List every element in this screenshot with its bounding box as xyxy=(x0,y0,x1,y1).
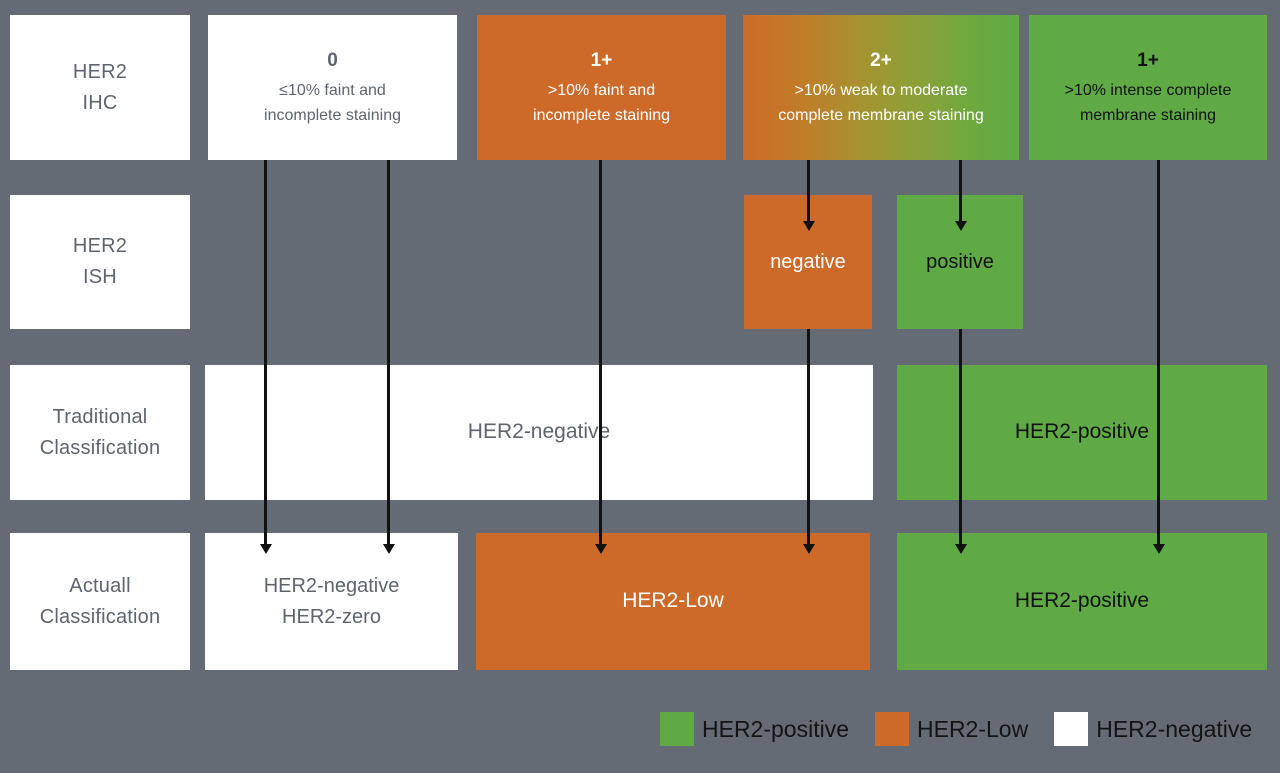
actual-cell-negative[interactable]: HER2-negative HER2-zero xyxy=(205,533,458,670)
ihc-desc-1-line2: incomplete staining xyxy=(533,107,670,125)
ihc-desc-1-line1: >10% faint and xyxy=(547,82,656,100)
ihc-desc-2: >10% weak to moderate complete membrane … xyxy=(778,79,983,129)
ihc-score-3: 1+ xyxy=(1137,49,1159,71)
ihc-score-1: 1+ xyxy=(590,49,613,71)
legend-item-positive: HER2-positive xyxy=(660,712,849,746)
row-label-line1: HER2 xyxy=(72,60,128,83)
ihc-cell-3[interactable]: 1+ >10% intense complete membrane staini… xyxy=(1029,15,1267,160)
actual-cell-low[interactable]: HER2-Low xyxy=(476,533,870,670)
actual-cell-positive[interactable]: HER2-positive xyxy=(897,533,1267,670)
green-swatch-icon xyxy=(660,712,694,746)
actual-label-negative-line1: HER2-negative xyxy=(263,574,400,597)
ish-label-negative: negative xyxy=(770,250,846,273)
row-label-line2: ISH xyxy=(83,266,117,288)
connector-ihc1-to-actual-low xyxy=(599,160,602,545)
connector-ihc3-to-actual-positive xyxy=(1157,160,1160,545)
row-label-line2: Classification xyxy=(39,436,161,459)
legend-label-low: HER2-Low xyxy=(917,715,1029,742)
ihc-desc-0-line2: incomplete staining xyxy=(264,107,401,125)
row-label-line2: IHC xyxy=(82,91,118,114)
ihc-desc-0: ≤10% faint and incomplete staining xyxy=(264,79,401,129)
ihc-cell-0[interactable]: 0 ≤10% faint and incomplete staining xyxy=(208,15,457,160)
legend-item-negative: HER2-negative xyxy=(1054,712,1252,746)
connector-ihc0-left-to-actual xyxy=(264,160,267,545)
connector-ish-negative-to-actual-low xyxy=(807,329,810,545)
row-label-line1: HER2 xyxy=(72,235,128,257)
ihc-cell-1[interactable]: 1+ >10% faint and incomplete staining xyxy=(477,15,726,160)
legend-label-negative: HER2-negative xyxy=(1096,715,1253,742)
actual-label-positive: HER2-positive xyxy=(1014,589,1150,613)
ihc-desc-2-line2: complete membrane staining xyxy=(778,107,984,125)
traditional-label-positive: HER2-positive xyxy=(1014,420,1150,444)
ihc-desc-1: >10% faint and incomplete staining xyxy=(533,79,670,129)
ihc-score-2: 2+ xyxy=(870,49,892,71)
traditional-label-negative: HER2-negative xyxy=(467,420,611,444)
ihc-desc-2-line1: >10% weak to moderate xyxy=(794,82,968,100)
ihc-desc-3-line1: >10% intense complete xyxy=(1064,82,1232,100)
orange-swatch-icon xyxy=(875,712,909,746)
ihc-desc-0-line1: ≤10% faint and xyxy=(279,82,386,100)
ihc-desc-3: >10% intense complete membrane staining xyxy=(1065,79,1232,129)
ihc-desc-3-line2: membrane staining xyxy=(1079,107,1217,125)
connector-ihc2-to-ish-negative xyxy=(807,160,810,222)
white-swatch-icon xyxy=(1054,712,1089,746)
row-label-her2-ihc: HER2 IHC xyxy=(10,15,190,160)
row-label-line1: Traditional xyxy=(52,405,148,428)
row-label-line1: Actuall xyxy=(69,574,131,597)
connector-ish-positive-to-actual-positive xyxy=(959,329,962,545)
actual-label-low: HER2-Low xyxy=(622,589,724,613)
ihc-score-0: 0 xyxy=(327,49,338,71)
actual-label-negative-line2: HER2-zero xyxy=(282,605,381,628)
row-label-her2-ish: HER2 ISH xyxy=(10,195,190,329)
legend: HER2-positive HER2-Low HER2-negative xyxy=(660,712,1278,746)
row-label-actual: Actuall Classification xyxy=(10,533,190,670)
ihc-cell-2[interactable]: 2+ >10% weak to moderate complete membra… xyxy=(743,15,1019,160)
row-label-traditional: Traditional Classification xyxy=(10,365,190,500)
row-label-line2: Classification xyxy=(39,605,161,628)
traditional-cell-negative[interactable]: HER2-negative xyxy=(205,365,873,500)
ish-label-positive: positive xyxy=(926,250,994,273)
traditional-cell-positive[interactable]: HER2-positive xyxy=(897,365,1267,500)
connector-ihc0-right-to-actual xyxy=(387,160,390,545)
legend-item-low: HER2-Low xyxy=(875,712,1028,746)
connector-ihc2-to-ish-positive xyxy=(959,160,962,222)
legend-label-positive: HER2-positive xyxy=(702,715,849,742)
